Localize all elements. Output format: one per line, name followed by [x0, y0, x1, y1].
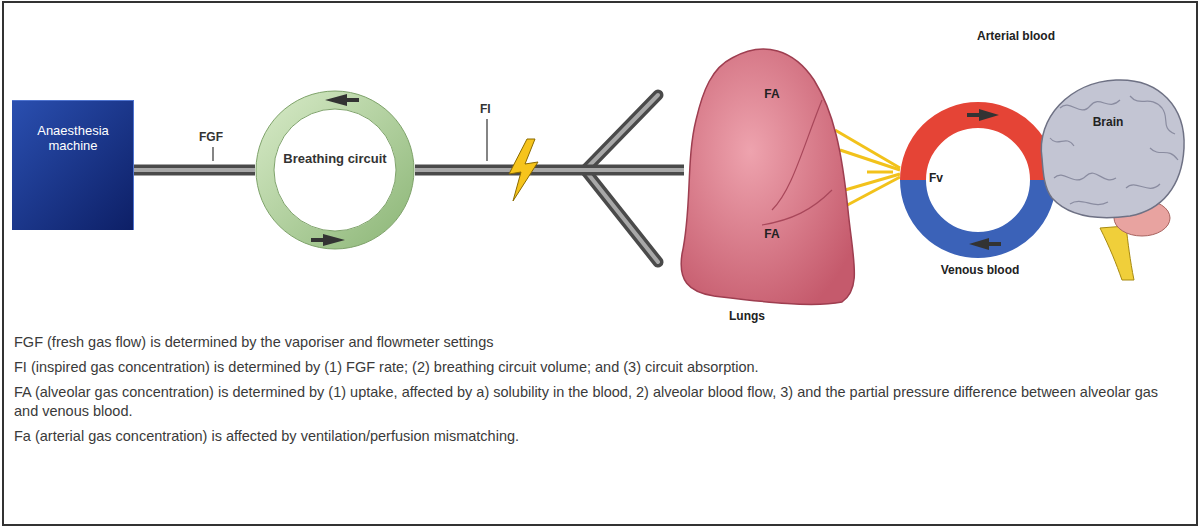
connector-line [134, 165, 255, 176]
node-text: Brain [1068, 116, 1148, 130]
brain-organ [1030, 68, 1190, 282]
lungs-organ: FA FA Lungs [672, 40, 867, 330]
connector-line [134, 168, 255, 172]
lightning-bolt [505, 138, 541, 202]
node-text: Fv [929, 172, 959, 186]
connector-line [867, 171, 893, 174]
connector-line [415, 168, 684, 172]
connector-line [415, 165, 684, 176]
exchange-line [867, 172, 893, 173]
node-text: FA [752, 228, 792, 242]
y-piece [585, 95, 658, 262]
edge-label: FGF [197, 130, 225, 144]
caption-line: FGF (fresh gas flow) is determined by th… [14, 333, 1186, 352]
frame-border [3, 2, 1197, 525]
machine-box: Anaesthesia machine [12, 100, 134, 230]
breathing-circuit-ring: Breathing circuit [255, 90, 415, 250]
lungs-organ [672, 40, 867, 330]
leader-line [486, 119, 487, 161]
node-text: Arterial blood [973, 30, 1059, 44]
node-text: Venous blood [937, 264, 1023, 278]
caption-line: FI (inspired gas concentration) is deter… [14, 358, 1186, 377]
caption-line: Fa (arterial gas concentration) is affec… [14, 427, 1186, 446]
leader-line [212, 147, 213, 161]
breathing-circuit-ring [255, 90, 415, 250]
node-text: Breathing circuit [283, 152, 387, 167]
brain-organ: Brain [1030, 68, 1190, 282]
gas-tube [415, 170, 684, 171]
caption-line: FA (alveolar gas concentration) is deter… [14, 383, 1186, 421]
node-text: Lungs [702, 310, 792, 324]
machine-box [12, 100, 134, 230]
edge-label: FI [478, 102, 493, 116]
gas-tube [134, 170, 255, 171]
node-text: FA [752, 88, 792, 102]
caption-block: FGF (fresh gas flow) is determined by th… [14, 333, 1186, 452]
circulation-ring: Arterial bloodFvVenous blood [893, 28, 1063, 305]
node-text: Anaesthesia machine [16, 124, 130, 154]
